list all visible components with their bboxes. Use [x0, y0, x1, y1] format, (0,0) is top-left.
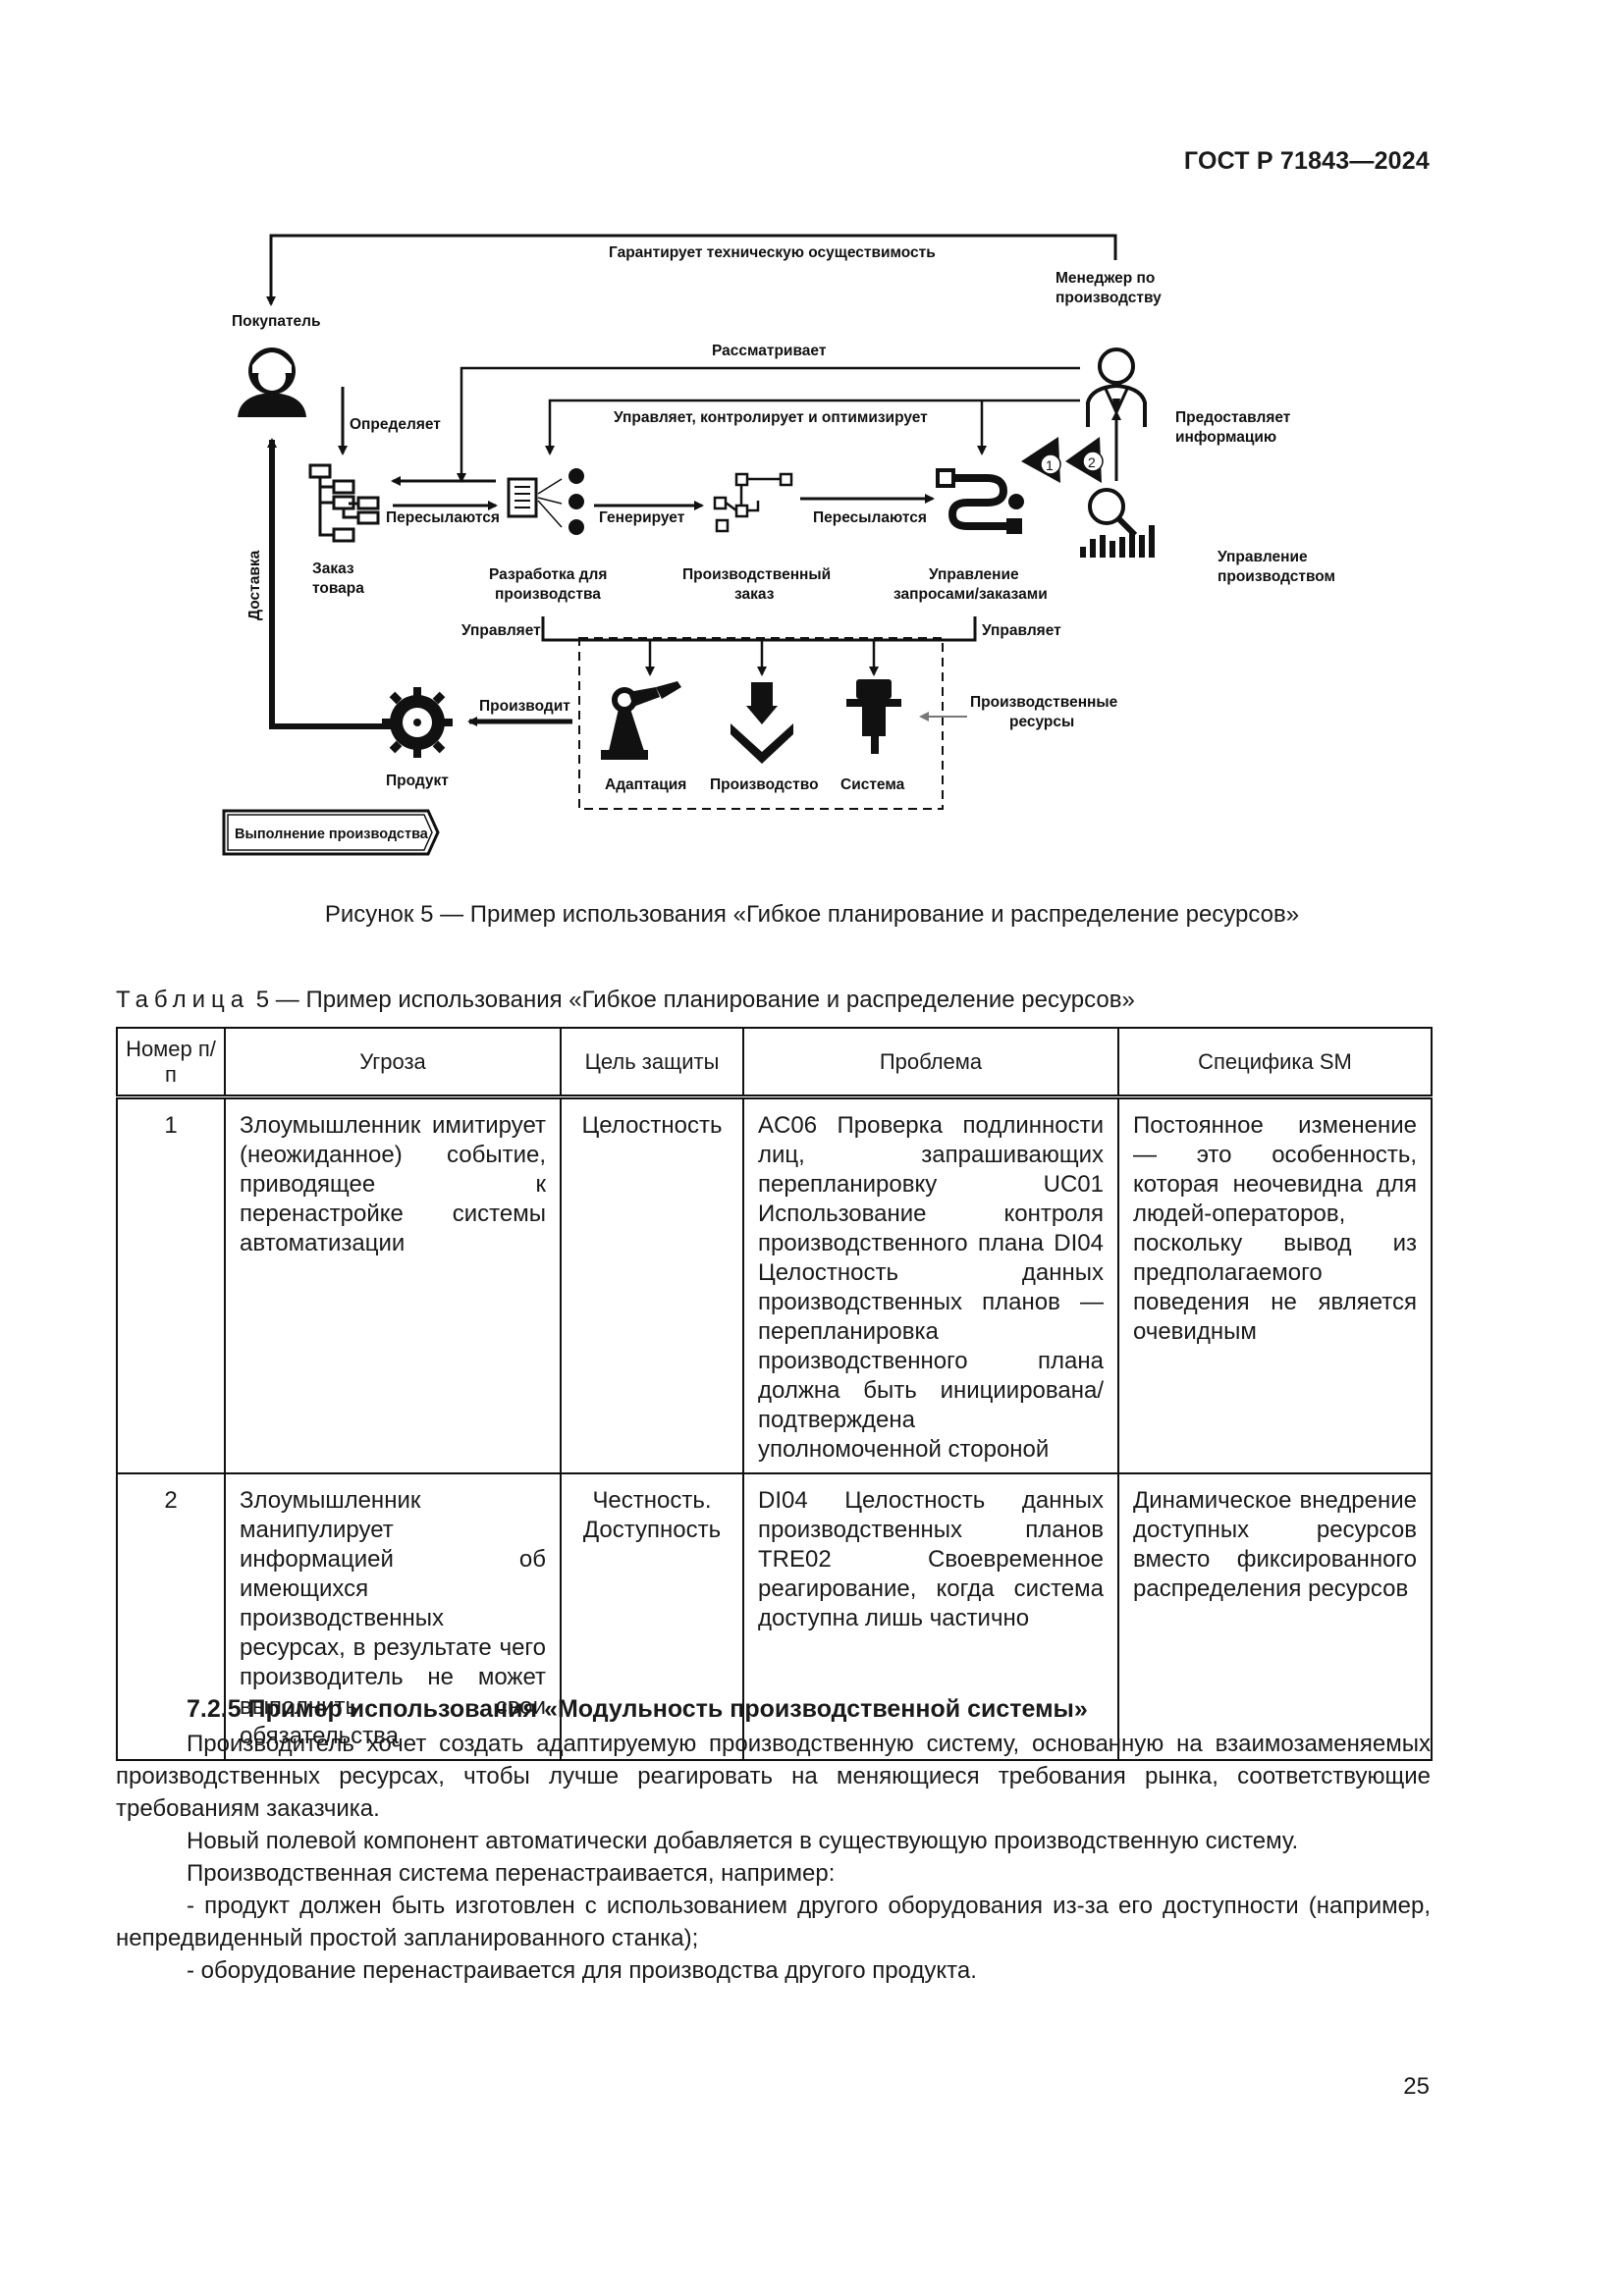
gear-icons [568, 468, 584, 535]
paragraph: Новый полевой компонент автоматически до… [187, 1828, 1299, 1854]
label-manages-controls: Управляет, контролирует и оптимизирует [614, 409, 928, 426]
section-body: 7.2.5 Пример использования «Модульность … [116, 1693, 1431, 1987]
cell-sm: Динамическое внедрение доступных ресурсо… [1117, 1472, 1433, 1761]
label-buyer: Покупатель [232, 313, 321, 330]
label-manager-1: Менеджер по [1056, 270, 1155, 287]
label-provides-info-1: Предоставляет [1175, 409, 1291, 426]
tool-icon [846, 679, 901, 754]
cell-goal: Целостность [560, 1095, 744, 1474]
label-prod-mgmt-2: производством [1218, 568, 1335, 585]
label-forwarded-2: Пересылаются [813, 509, 927, 526]
label-forwarded-1: Пересылаются [386, 509, 500, 526]
table-title-prefix: Таблица [116, 987, 250, 1013]
cell-problem: DI04 Целостность данных производственных… [742, 1472, 1119, 1761]
label-adaptation: Адаптация [605, 776, 686, 793]
label-reviews: Рассматривает [712, 343, 827, 359]
threat-table: Номер п/п Угроза Цель защиты Проблема Сп… [116, 1027, 1433, 1761]
label-produces: Производит [479, 698, 570, 715]
cell-num: 2 [116, 1472, 226, 1761]
section-heading: 7.2.5 Пример использования «Модульность … [187, 1695, 1088, 1723]
buyer-icon [238, 347, 306, 417]
label-delivery: Доставка [246, 550, 263, 620]
label-manager-2: производству [1056, 290, 1162, 306]
document-icon [507, 477, 563, 528]
use-case-diagram: Гарантирует техническую осуществимость М… [222, 234, 1335, 856]
label-system: Система [840, 776, 905, 793]
table-header-row: Номер п/п Угроза Цель защиты Проблема Сп… [116, 1027, 1433, 1099]
label-production: Производство [710, 776, 819, 793]
badge-2: 2 [1088, 454, 1096, 470]
badge-1: 1 [1046, 457, 1054, 473]
robot-arm-icon [601, 681, 681, 760]
label-order-2: товара [312, 580, 364, 597]
production-order-icon [713, 472, 793, 533]
label-prod-mgmt-1: Управление [1218, 549, 1308, 565]
col-header-goal: Цель защиты [560, 1027, 744, 1099]
cell-goal: Честность. Доступность [560, 1472, 744, 1761]
figure-caption: Рисунок 5 — Пример использования «Гибкое… [324, 901, 1300, 928]
label-product: Продукт [386, 773, 449, 789]
signal-icons [1021, 437, 1104, 483]
resources-box [578, 637, 944, 810]
label-resources-1: Производственные [970, 694, 1118, 711]
cell-problem: AC06 Проверка подлинности лиц, запрашива… [742, 1095, 1119, 1474]
label-dev-2: производства [495, 586, 601, 603]
label-generates: Генерирует [599, 509, 685, 526]
paragraph: Производитель хочет создать адаптируемую… [116, 1731, 1431, 1822]
request-management-icon [936, 468, 1024, 534]
label-manages-right: Управляет [982, 622, 1061, 639]
col-header-threat: Угроза [224, 1027, 562, 1099]
press-icon [731, 682, 793, 764]
page-number: 25 [1403, 2073, 1430, 2100]
col-header-problem: Проблема [742, 1027, 1119, 1099]
col-header-sm: Специфика SM [1117, 1027, 1433, 1099]
label-prod-order-2: заказ [734, 586, 775, 603]
label-execution: Выполнение производства [235, 827, 429, 842]
product-gear-icon [382, 687, 453, 758]
list-item: - продукт должен быть изготовлен с испол… [116, 1893, 1431, 1951]
label-guarantee: Гарантирует техническую осуществимость [609, 244, 936, 261]
cell-sm: Постоянное изменение — это особенность, … [1117, 1095, 1433, 1474]
label-prod-order-1: Производственный [682, 566, 831, 583]
standard-number: ГОСТ Р 71843—2024 [1183, 147, 1430, 175]
label-manages-left: Управляет [461, 622, 541, 639]
table-title: Таблица 5 — Пример использования «Гибкое… [116, 987, 1135, 1014]
paragraph: Производственная система перенастраивает… [187, 1860, 836, 1887]
table-title-rest: 5 — Пример использования «Гибкое планиро… [249, 987, 1135, 1013]
execution-tag [222, 809, 440, 856]
list-item: - оборудование перенастраивается для про… [187, 1957, 977, 1984]
label-defines: Определяет [350, 416, 441, 433]
magnifier-icon [1088, 488, 1138, 538]
cell-threat: Злоумышленник манипулирует информацией о… [224, 1472, 562, 1761]
label-req-mgmt-1: Управление [929, 566, 1019, 583]
table-row: 2 Злоумышленник манипулирует информацией… [116, 1472, 1433, 1761]
bar-chart-icon [1080, 525, 1155, 558]
guarantee-arrow [266, 234, 1117, 306]
label-resources-2: ресурсы [1009, 714, 1074, 730]
table-row: 1 Злоумышленник имитирует (неожиданное) … [116, 1095, 1433, 1474]
label-dev-1: Разработка для [489, 566, 607, 583]
label-provides-info-2: информацию [1175, 429, 1276, 446]
label-req-mgmt-2: запросами/заказами [893, 586, 1048, 603]
cell-num: 1 [116, 1095, 226, 1474]
col-header-num: Номер п/п [116, 1027, 226, 1099]
order-tree-icon [308, 463, 380, 543]
label-order-1: Заказ [312, 561, 354, 577]
cell-threat: Злоумышленник имитирует (неожиданное) со… [224, 1095, 562, 1474]
